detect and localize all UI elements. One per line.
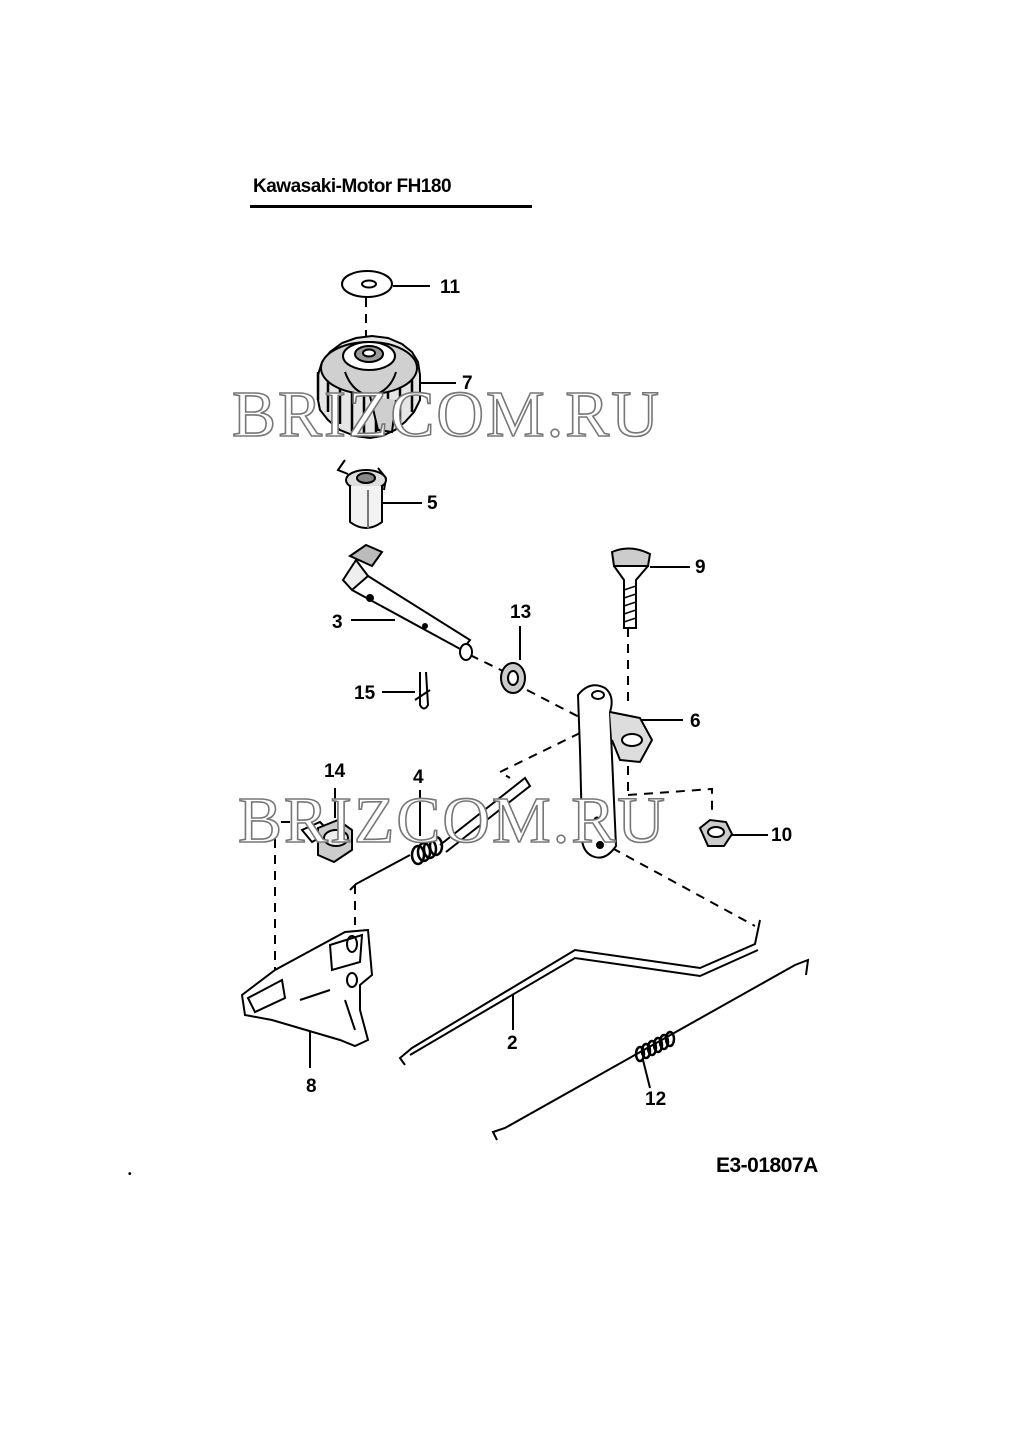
label-part-14: 14 <box>324 761 346 782</box>
label-part-6: 6 <box>690 711 701 732</box>
diagram-title: Kawasaki-Motor FH180 <box>253 176 452 197</box>
label-part-5: 5 <box>427 493 438 514</box>
label-part-3: 3 <box>332 612 343 633</box>
label-part-11: 11 <box>440 277 461 298</box>
document-id: E3-01807A <box>716 1154 818 1177</box>
corner-mark: • <box>128 1169 132 1180</box>
label-part-8: 8 <box>306 1076 317 1097</box>
title-underline <box>250 205 532 208</box>
part-2-governor-rod <box>398 919 761 1066</box>
label-part-13: 13 <box>510 602 532 623</box>
label-part-4: 4 <box>413 767 424 788</box>
part-14-bolt <box>300 818 353 864</box>
part-8-bracket <box>240 928 374 1048</box>
label-part-2: 2 <box>507 1033 518 1054</box>
label-part-12: 12 <box>645 1089 667 1110</box>
part-12-spring-rod <box>491 958 810 1141</box>
part-10-nut <box>698 818 734 847</box>
label-part-10: 10 <box>771 825 793 846</box>
part-5-governor-sleeve <box>336 459 388 529</box>
part-13-washer <box>500 662 526 694</box>
part-7-governor-gear <box>316 334 421 440</box>
part-4-spring <box>349 776 532 891</box>
part-15-split-pin <box>414 671 431 710</box>
part-3-governor-shaft <box>341 543 473 661</box>
label-part-7: 7 <box>462 373 473 394</box>
watermark-top: BRIZCOM.RU <box>231 378 661 451</box>
label-part-9: 9 <box>695 557 706 578</box>
watermark-bottom: BRIZCOM.RU <box>237 784 667 857</box>
part-9-bolt <box>610 547 652 629</box>
label-part-15: 15 <box>354 683 376 704</box>
part-6-governor-lever <box>576 684 654 859</box>
part-11-washer <box>341 270 393 298</box>
